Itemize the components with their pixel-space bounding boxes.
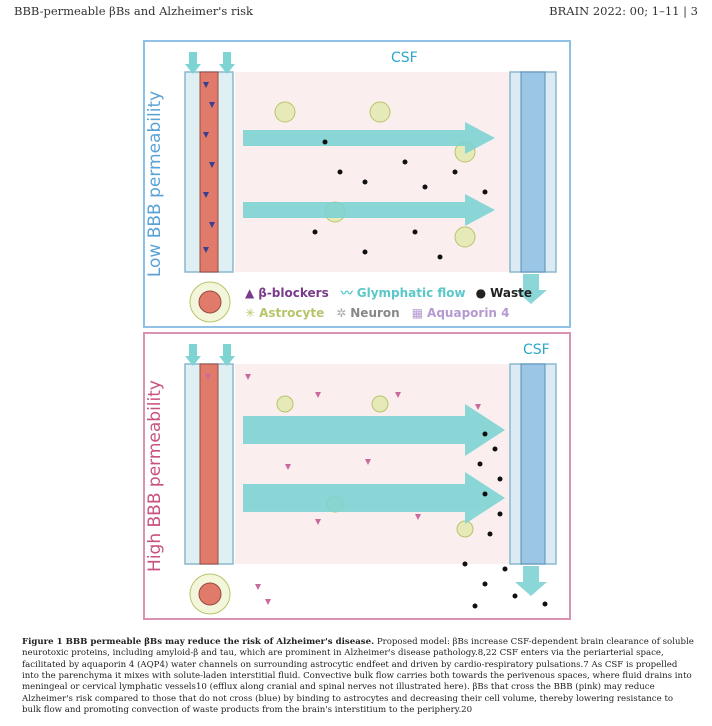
running-header-title: BBB-permeable βBs and Alzheimer's risk <box>14 4 253 18</box>
legend-neuron: Neuron <box>350 306 399 320</box>
legend-aquaporin: Aquaporin 4 <box>427 306 509 320</box>
astrocyte-5 <box>455 227 475 247</box>
panel-low-label: Low BBB permeability <box>145 91 165 277</box>
astrocyte-icon: ✳ <box>245 306 255 320</box>
neuron-icon: ✲ <box>336 306 346 320</box>
legend-waste: Waste <box>490 286 532 300</box>
legend-row-2: ✳ Astrocyte ✲ Neuron ▦ Aquaporin 4 <box>245 306 510 320</box>
vessel-cross-section <box>190 282 230 322</box>
glymphatic-flow-icon: 〰 <box>341 284 353 301</box>
drain-arrow <box>515 566 547 596</box>
legend-beta-blockers: β-blockers <box>258 286 329 300</box>
legend-astrocyte: Astrocyte <box>259 306 324 320</box>
vein <box>510 364 556 564</box>
csf-label-low: CSF <box>391 50 418 66</box>
panel-low-bbb: Low BBB permeability <box>143 40 571 328</box>
panel-high-label: High BBB permeability <box>145 380 165 572</box>
csf-entry-arrows <box>185 344 235 366</box>
panel-high-bbb: High BBB permeability <box>143 332 571 620</box>
panel-high-side-label: High BBB permeability <box>145 334 165 618</box>
legend-row-1: ▲ β-blockers 〰 Glymphatic flow ● Waste <box>245 284 532 301</box>
csf-label-high: CSF <box>523 342 550 358</box>
waste-icon: ● <box>476 286 486 300</box>
vessel-cross-section <box>190 574 230 614</box>
figure-caption: Figure 1 BBB permeable βBs may reduce th… <box>22 637 694 716</box>
panel-low-side-label: Low BBB permeability <box>145 42 165 326</box>
astrocyte-2 <box>370 102 390 122</box>
caption-body: Proposed model: βBs increase CSF-depende… <box>22 637 694 715</box>
aquaporin-icon: ▦ <box>412 306 423 320</box>
high-permeability-diagram <box>165 334 569 618</box>
legend-glymphatic-flow: Glymphatic flow <box>357 286 466 300</box>
beta-blocker-icon: ▲ <box>245 286 254 300</box>
caption-title: Figure 1 BBB permeable βBs may reduce th… <box>22 637 374 647</box>
artery <box>185 364 233 564</box>
astrocyte-1 <box>275 102 295 122</box>
vein <box>510 72 556 272</box>
running-header-journal: BRAIN 2022: 00; 1–11 | 3 <box>549 4 698 18</box>
csf-entry-arrows <box>185 52 235 74</box>
